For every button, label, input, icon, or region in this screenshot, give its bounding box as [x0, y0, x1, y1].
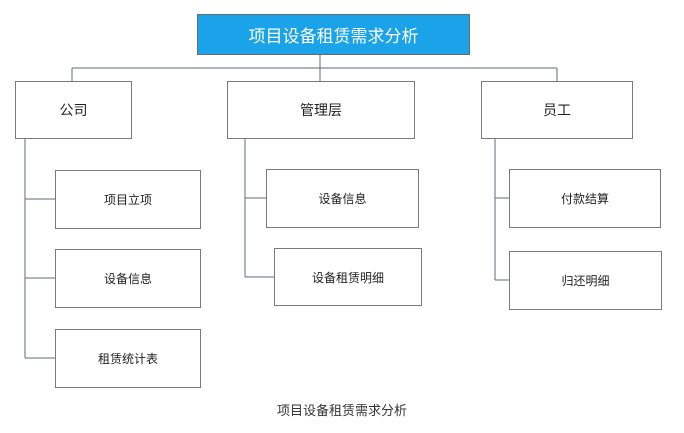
child-node-equipment-info-management: 设备信息: [266, 169, 419, 228]
child-node-rental-details: 设备租赁明细: [274, 248, 422, 306]
branch-node-employee: 员工: [481, 81, 633, 139]
branch-node-company: 公司: [15, 81, 132, 139]
diagram-caption: 项目设备租赁需求分析: [276, 404, 407, 419]
root-node: 项目设备租赁需求分析: [197, 14, 470, 55]
child-node-rental-statistics: 租赁统计表: [55, 329, 201, 388]
child-node-return-details: 归还明细: [509, 251, 662, 310]
connector-group: [24, 55, 558, 359]
child-node-equipment-info-company: 设备信息: [55, 249, 201, 308]
branch-node-management: 管理层: [227, 81, 415, 139]
child-node-project-initiation: 项目立项: [55, 170, 201, 229]
child-node-payment-settlement: 付款结算: [509, 169, 661, 228]
